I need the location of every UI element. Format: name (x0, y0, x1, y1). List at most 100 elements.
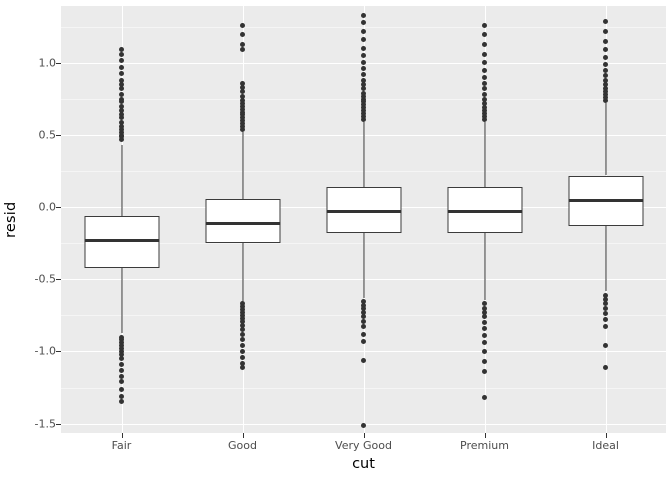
outlier-point (240, 47, 245, 53)
whisker-lower (121, 267, 122, 333)
outlier-point (240, 354, 245, 360)
x-tick-mark (605, 433, 607, 438)
outlier-point (240, 312, 245, 318)
outlier-point (240, 31, 245, 37)
whisker-lower (484, 233, 485, 300)
x-tick-label-very-good: Very Good (335, 439, 392, 452)
outlier-point (603, 18, 608, 24)
outlier-point (482, 92, 487, 98)
outlier-point (361, 113, 366, 119)
boxplot-ideal (545, 6, 666, 433)
outlier-point (482, 100, 487, 106)
x-tick-mark (363, 433, 365, 438)
outlier-point (482, 41, 487, 47)
outlier-point (240, 41, 245, 47)
outlier-point (240, 304, 245, 310)
outlier-point (482, 325, 487, 331)
outlier-point (603, 364, 608, 370)
outlier-point (361, 357, 366, 363)
outlier-point (240, 85, 245, 90)
outlier-point (119, 126, 124, 132)
median-line (204, 221, 281, 225)
outlier-point (361, 331, 366, 337)
outlier-point (119, 51, 124, 57)
outlier-point (482, 74, 487, 80)
outlier-point (361, 60, 366, 66)
outlier-point (603, 61, 608, 67)
y-tick-label: 1.0 (38, 56, 57, 70)
outlier-point (119, 86, 124, 92)
outlier-point (482, 51, 487, 57)
outlier-point (119, 77, 124, 83)
whisker-lower (363, 233, 364, 299)
outlier-point (361, 28, 366, 34)
whisker-lower (242, 243, 243, 301)
y-tick-mark (56, 135, 61, 137)
outlier-point (482, 320, 487, 326)
outlier-point (603, 317, 608, 323)
outlier-point (119, 70, 124, 76)
outlier-point (119, 343, 124, 349)
outlier-point (119, 129, 124, 135)
y-tick-label: 0.0 (38, 200, 57, 214)
x-tick-label-good: Good (228, 439, 257, 452)
outlier-point (240, 22, 245, 28)
outlier-point (603, 54, 608, 60)
outlier-point (361, 66, 366, 72)
outlier-point (482, 333, 487, 339)
outlier-point (482, 80, 487, 86)
boxplot-fair (61, 6, 182, 433)
outlier-point (361, 82, 366, 88)
outlier-point (361, 298, 366, 304)
outlier-point (603, 28, 608, 34)
whisker-lower (605, 225, 606, 291)
outlier-point (482, 359, 487, 365)
outlier-point (603, 67, 608, 73)
boxplot-premium (424, 6, 545, 433)
outlier-point (482, 105, 487, 111)
outlier-point (361, 46, 366, 52)
outlier-point (361, 422, 366, 428)
outlier-point (482, 31, 487, 37)
outlier-point (603, 47, 608, 53)
outlier-point (603, 305, 608, 311)
boxplot-very-good (303, 6, 424, 433)
whisker-upper (605, 103, 606, 176)
outlier-point (603, 301, 608, 307)
outlier-point (361, 90, 366, 96)
outlier-point (482, 67, 487, 73)
outlier-point (119, 356, 124, 362)
outlier-point (603, 92, 608, 98)
outlier-point (240, 360, 245, 366)
outlier-point (482, 305, 487, 311)
outlier-point (240, 106, 245, 112)
outlier-point (240, 301, 245, 307)
outlier-point (240, 126, 245, 132)
x-tick-mark (242, 433, 244, 438)
outlier-point (119, 64, 124, 70)
outlier-point (119, 361, 124, 367)
x-tick-mark (121, 433, 123, 438)
outlier-point (240, 310, 245, 316)
outlier-point (240, 97, 245, 103)
y-tick-mark (56, 279, 61, 281)
outlier-point (603, 73, 608, 79)
y-tick-label: -1.0 (34, 344, 56, 358)
x-axis-title: cut (352, 456, 375, 472)
outlier-point (361, 105, 366, 111)
outlier-point (240, 109, 245, 115)
y-tick-mark (56, 207, 61, 209)
outlier-point (119, 99, 124, 105)
outlier-point (482, 86, 487, 92)
plot-panel (61, 6, 666, 433)
outlier-point (361, 324, 366, 330)
outlier-point (361, 108, 366, 114)
outlier-point (119, 103, 124, 109)
boxplot-good (182, 6, 303, 433)
outlier-point (482, 96, 487, 102)
outlier-point (240, 364, 245, 370)
outlier-point (119, 123, 124, 129)
outlier-point (603, 311, 608, 317)
outlier-point (119, 82, 124, 88)
outlier-point (482, 113, 487, 119)
